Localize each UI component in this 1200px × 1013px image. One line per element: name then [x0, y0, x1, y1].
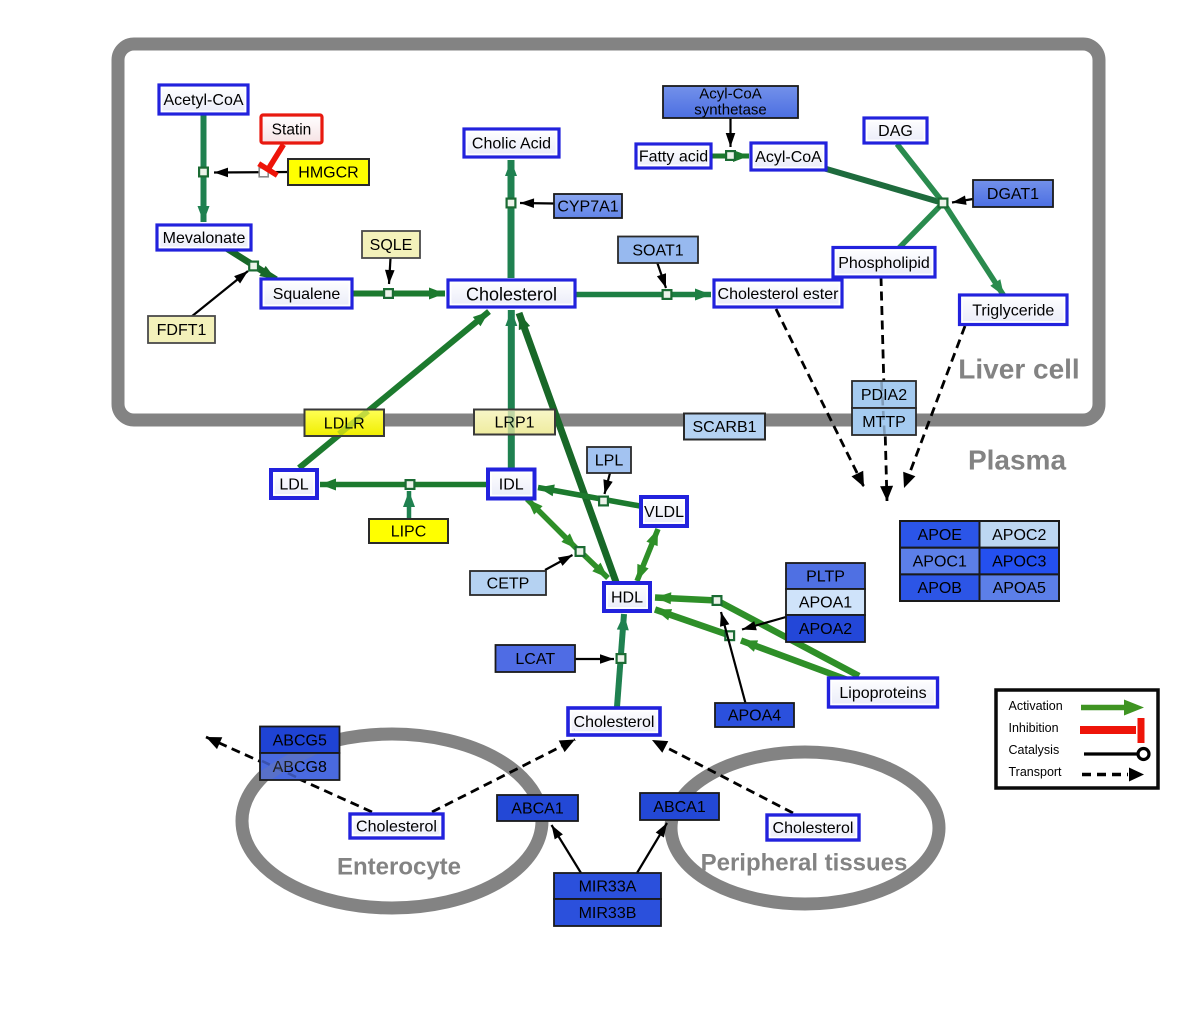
- svg-text:SQLE: SQLE: [370, 237, 413, 254]
- svg-text:HMGCR: HMGCR: [298, 165, 358, 182]
- svg-text:PLTP: PLTP: [806, 569, 845, 586]
- svg-text:synthetase: synthetase: [694, 102, 767, 119]
- svg-text:Acyl-CoA: Acyl-CoA: [755, 149, 822, 166]
- svg-text:Squalene: Squalene: [273, 286, 341, 303]
- svg-text:ABCA1: ABCA1: [653, 799, 706, 816]
- svg-text:Inhibition: Inhibition: [1009, 721, 1059, 735]
- svg-text:APOA5: APOA5: [993, 580, 1046, 597]
- svg-text:Transport: Transport: [1009, 765, 1063, 779]
- svg-text:Triglyceride: Triglyceride: [972, 302, 1054, 319]
- svg-text:Phospholipid: Phospholipid: [838, 255, 930, 272]
- svg-text:Cholesterol: Cholesterol: [574, 714, 655, 731]
- svg-text:Catalysis: Catalysis: [1009, 743, 1060, 757]
- svg-text:MIR33A: MIR33A: [579, 879, 637, 896]
- svg-text:Mevalonate: Mevalonate: [163, 230, 246, 247]
- svg-text:Statin: Statin: [272, 122, 312, 139]
- svg-text:Cholesterol: Cholesterol: [356, 819, 437, 836]
- svg-text:LDL: LDL: [279, 477, 308, 494]
- svg-text:APOA1: APOA1: [799, 595, 852, 612]
- svg-text:Acyl-CoA: Acyl-CoA: [699, 86, 762, 103]
- svg-text:CETP: CETP: [487, 576, 530, 593]
- svg-text:APOC2: APOC2: [992, 527, 1046, 544]
- svg-text:APOB: APOB: [918, 580, 962, 597]
- svg-text:Peripheral tissues: Peripheral tissues: [701, 850, 908, 877]
- svg-text:ABCG8: ABCG8: [273, 759, 327, 776]
- svg-text:Cholesterol ester: Cholesterol ester: [718, 286, 840, 303]
- svg-text:SCARB1: SCARB1: [692, 419, 756, 436]
- svg-text:APOE: APOE: [918, 527, 962, 544]
- svg-text:CYP7A1: CYP7A1: [557, 199, 618, 216]
- svg-text:Acetyl-CoA: Acetyl-CoA: [163, 92, 243, 109]
- svg-text:APOC3: APOC3: [992, 554, 1046, 571]
- svg-text:ABCA1: ABCA1: [511, 801, 564, 818]
- svg-text:Plasma: Plasma: [968, 445, 1066, 476]
- svg-text:HDL: HDL: [611, 590, 643, 607]
- svg-text:ABCG5: ABCG5: [273, 732, 327, 749]
- svg-text:APOC1: APOC1: [913, 554, 967, 571]
- svg-text:Lipoproteins: Lipoproteins: [839, 685, 926, 702]
- svg-text:FDFT1: FDFT1: [157, 322, 207, 339]
- svg-text:APOA2: APOA2: [799, 621, 852, 638]
- svg-text:SOAT1: SOAT1: [632, 242, 683, 259]
- svg-text:DAG: DAG: [878, 123, 913, 140]
- svg-text:LRP1: LRP1: [494, 415, 534, 432]
- svg-text:Liver cell: Liver cell: [958, 354, 1079, 385]
- svg-text:PDIA2: PDIA2: [861, 387, 907, 404]
- svg-text:MIR33B: MIR33B: [579, 905, 637, 922]
- svg-text:Enterocyte: Enterocyte: [337, 854, 461, 881]
- svg-text:VLDL: VLDL: [644, 504, 684, 521]
- svg-text:IDL: IDL: [499, 477, 524, 494]
- svg-text:MTTP: MTTP: [862, 414, 906, 431]
- svg-text:LDLR: LDLR: [324, 415, 365, 432]
- svg-text:APOA4: APOA4: [728, 708, 781, 725]
- svg-text:Fatty acid: Fatty acid: [639, 149, 708, 166]
- svg-text:Activation: Activation: [1009, 699, 1063, 713]
- svg-text:DGAT1: DGAT1: [987, 186, 1039, 203]
- svg-text:Cholesterol: Cholesterol: [466, 285, 557, 305]
- svg-text:LCAT: LCAT: [515, 651, 555, 668]
- svg-text:LIPC: LIPC: [391, 524, 427, 541]
- svg-text:Cholic Acid: Cholic Acid: [472, 136, 551, 153]
- svg-text:Cholesterol: Cholesterol: [773, 820, 854, 837]
- svg-text:LPL: LPL: [595, 453, 624, 470]
